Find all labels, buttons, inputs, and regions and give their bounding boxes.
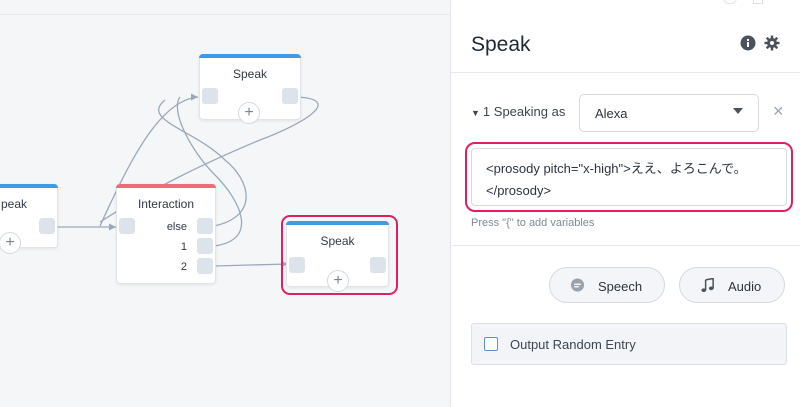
audio-button-label: Audio bbox=[728, 279, 762, 294]
speak-node-left[interactable]: peak + bbox=[0, 184, 58, 254]
choice-port-else[interactable] bbox=[197, 218, 213, 234]
output-port[interactable] bbox=[39, 218, 55, 234]
speak-node-top[interactable]: Speak + bbox=[199, 54, 301, 124]
choice-label-1: 1 bbox=[180, 241, 187, 253]
audio-button[interactable]: Audio bbox=[679, 267, 785, 303]
caret-down-icon: ▼ bbox=[471, 108, 480, 118]
wire-else-loop bbox=[158, 99, 247, 227]
speech-button[interactable]: Speech bbox=[549, 267, 665, 303]
choice-label-2: 2 bbox=[180, 261, 187, 273]
speak-node-selected[interactable]: Speak + bbox=[286, 221, 389, 292]
output-port[interactable] bbox=[282, 88, 298, 104]
music-note-icon bbox=[701, 278, 714, 293]
add-step-button[interactable]: + bbox=[0, 232, 21, 254]
top-edge-control[interactable] bbox=[753, 0, 763, 4]
flow-canvas[interactable]: Speak + peak + Interaction else 1 2 Spea… bbox=[0, 0, 450, 407]
voice-select[interactable]: Alexa bbox=[579, 94, 759, 132]
interaction-node[interactable]: Interaction else 1 2 bbox=[116, 184, 216, 284]
choice-label-else: else bbox=[166, 221, 187, 233]
output-port[interactable] bbox=[370, 257, 386, 273]
choice-port-1[interactable] bbox=[197, 238, 213, 254]
header-divider bbox=[451, 72, 800, 73]
chevron-down-icon bbox=[733, 108, 743, 114]
speaking-label: Speaking as bbox=[493, 104, 566, 119]
node-color-bar bbox=[286, 221, 389, 225]
top-edge-control[interactable] bbox=[723, 0, 737, 4]
add-step-button[interactable]: + bbox=[238, 102, 260, 124]
node-title: Interaction bbox=[137, 197, 195, 211]
node-title: Speak bbox=[320, 234, 355, 248]
info-icon[interactable] bbox=[740, 35, 756, 51]
editor-panel: Speak ▼1 Speaking as Alexa × <prosody pi… bbox=[450, 0, 800, 407]
speech-text-input[interactable]: <prosody pitch="x-high">ええ、よろこんで。</proso… bbox=[471, 148, 787, 206]
add-step-button[interactable]: + bbox=[327, 270, 349, 292]
choice-port-2[interactable] bbox=[197, 258, 213, 274]
input-port[interactable] bbox=[289, 257, 305, 273]
section-divider bbox=[451, 245, 800, 246]
variables-hint: Press "{" to add variables bbox=[471, 217, 595, 229]
speech-text-highlight: <prosody pitch="x-high">ええ、よろこんで。</proso… bbox=[465, 142, 793, 212]
gear-icon[interactable] bbox=[764, 35, 780, 51]
node-color-bar bbox=[199, 54, 301, 58]
wire-interaction-to-speak-top bbox=[99, 96, 199, 227]
wire-1-to-speak-top bbox=[176, 96, 243, 247]
speech-button-label: Speech bbox=[598, 279, 643, 294]
node-color-bar bbox=[0, 184, 58, 188]
panel-title: Speak bbox=[471, 33, 531, 56]
wire-2-to-speak bbox=[213, 263, 289, 267]
voice-select-value: Alexa bbox=[595, 106, 628, 121]
speech-bubble-icon bbox=[570, 278, 585, 292]
node-color-bar bbox=[116, 184, 216, 188]
output-random-entry-checkbox[interactable] bbox=[484, 337, 498, 351]
output-random-entry-label: Output Random Entry bbox=[510, 337, 636, 352]
speaking-index: 1 bbox=[482, 104, 491, 119]
node-title: peak bbox=[1, 197, 28, 211]
input-port[interactable] bbox=[202, 88, 218, 104]
close-icon[interactable]: × bbox=[773, 101, 784, 121]
output-random-entry-toggle[interactable]: Output Random Entry bbox=[471, 323, 787, 365]
selection-highlight bbox=[281, 215, 398, 295]
input-port[interactable] bbox=[119, 218, 135, 234]
node-title: Speak bbox=[232, 67, 268, 81]
speaking-toggle[interactable]: ▼1 Speaking as bbox=[471, 104, 565, 119]
